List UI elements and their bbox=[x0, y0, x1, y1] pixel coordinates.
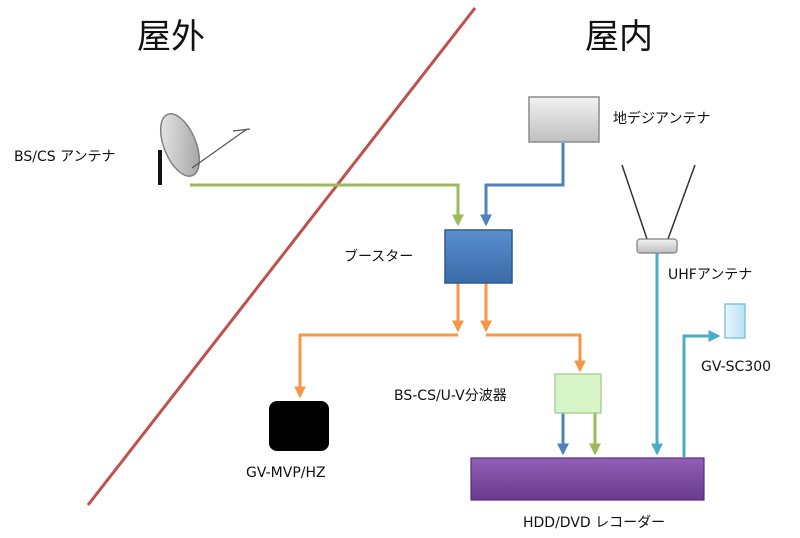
recorder-to-gv-sc300-wire bbox=[682, 330, 721, 457]
recorder-box bbox=[470, 457, 705, 501]
booster-box bbox=[444, 229, 513, 284]
gv-mvp-label: GV-MVP/HZ bbox=[246, 465, 326, 481]
bscs-to-booster-wire bbox=[190, 183, 464, 227]
splitter-label: BS-CS/U-V分波器 bbox=[394, 388, 507, 404]
booster-to-splitter-wire bbox=[486, 333, 586, 373]
terrestrial-to-booster-wire bbox=[480, 143, 565, 227]
bscs-antenna-label: BS/CS アンテナ bbox=[14, 149, 116, 165]
gv-mvp-box bbox=[269, 401, 329, 451]
gv-sc300-box bbox=[724, 303, 746, 339]
gv-sc300-label: GV-SC300 bbox=[701, 359, 772, 375]
terrestrial-antenna-box bbox=[528, 96, 600, 143]
uhf-antenna-label: UHFアンテナ bbox=[668, 267, 753, 283]
splitter-box bbox=[554, 373, 602, 414]
bscs-dish-icon bbox=[158, 113, 251, 185]
booster-label: ブースター bbox=[344, 249, 414, 265]
outdoor-indoor-divider bbox=[86, 7, 477, 506]
terrestrial-antenna-label: 地デジアンテナ bbox=[613, 111, 711, 127]
uhf-antenna-icon bbox=[621, 164, 696, 254]
outdoor-heading: 屋外 bbox=[137, 17, 205, 57]
recorder-label: HDD/DVD レコーダー bbox=[523, 515, 666, 531]
booster-to-gv-mvp-wire bbox=[300, 283, 460, 396]
indoor-heading: 屋内 bbox=[585, 17, 653, 57]
